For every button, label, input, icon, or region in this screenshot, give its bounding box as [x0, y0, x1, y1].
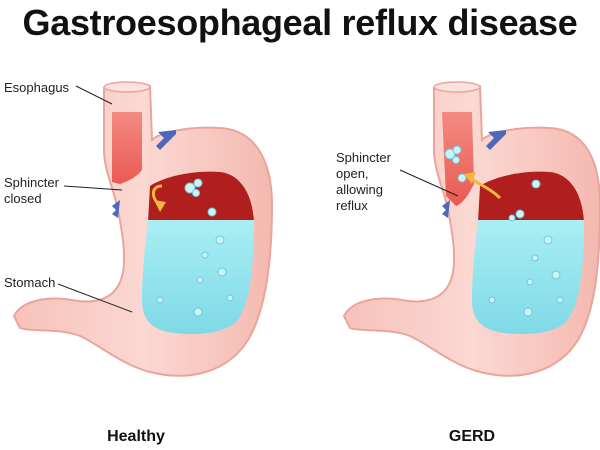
gerd-acid-layer [478, 171, 584, 222]
gerd-pressure-arrow-top [486, 130, 506, 150]
gerd-bubbles [444, 145, 564, 317]
healthy-pressure-arrow-top [156, 130, 176, 150]
label-sphincter-closed-line1: Sphincter [4, 175, 59, 190]
caption-healthy: Healthy [107, 428, 165, 445]
label-sphincter-open-line4: reflux [336, 198, 368, 213]
gerd-sphincter-pointer [399, 169, 459, 197]
gerd-stomach [342, 81, 600, 377]
gerd-esophagus-opening [433, 81, 481, 93]
label-esophagus: Esophagus [4, 80, 70, 95]
healthy-reflux-arrowhead [154, 200, 166, 212]
healthy-bubbles [156, 178, 234, 317]
label-sphincter-closed-line2: closed [4, 191, 42, 206]
healthy-gastric-fluid [142, 220, 254, 335]
healthy-pressure-arrow-bottom [100, 200, 120, 226]
healthy-acid-layer [148, 171, 254, 222]
label-sphincter-closed: Sphincter closed [4, 175, 59, 207]
healthy-sphincter-pointer [63, 185, 123, 191]
healthy-stomach-pointer [57, 283, 133, 313]
label-stomach: Stomach [4, 275, 56, 290]
healthy-stomach [12, 81, 274, 377]
gerd-gastric-fluid [472, 220, 584, 335]
gerd-pressure-arrow-bottom [430, 200, 450, 226]
label-sphincter-open-line3: allowing [336, 182, 383, 197]
label-sphincter-open-line2: open, [336, 166, 369, 181]
healthy-esophagus-opening [103, 81, 151, 93]
label-sphincter-open: Sphincter open, allowing reflux [336, 150, 391, 214]
page-title: Gastroesophageal reflux disease [22, 2, 578, 43]
gerd-reflux-arrowhead [464, 172, 476, 184]
label-sphincter-open-line1: Sphincter [336, 150, 391, 165]
healthy-esophagus-lumen [112, 112, 142, 184]
caption-gerd: GERD [448, 428, 496, 445]
healthy-esophagus-pointer [75, 85, 113, 105]
